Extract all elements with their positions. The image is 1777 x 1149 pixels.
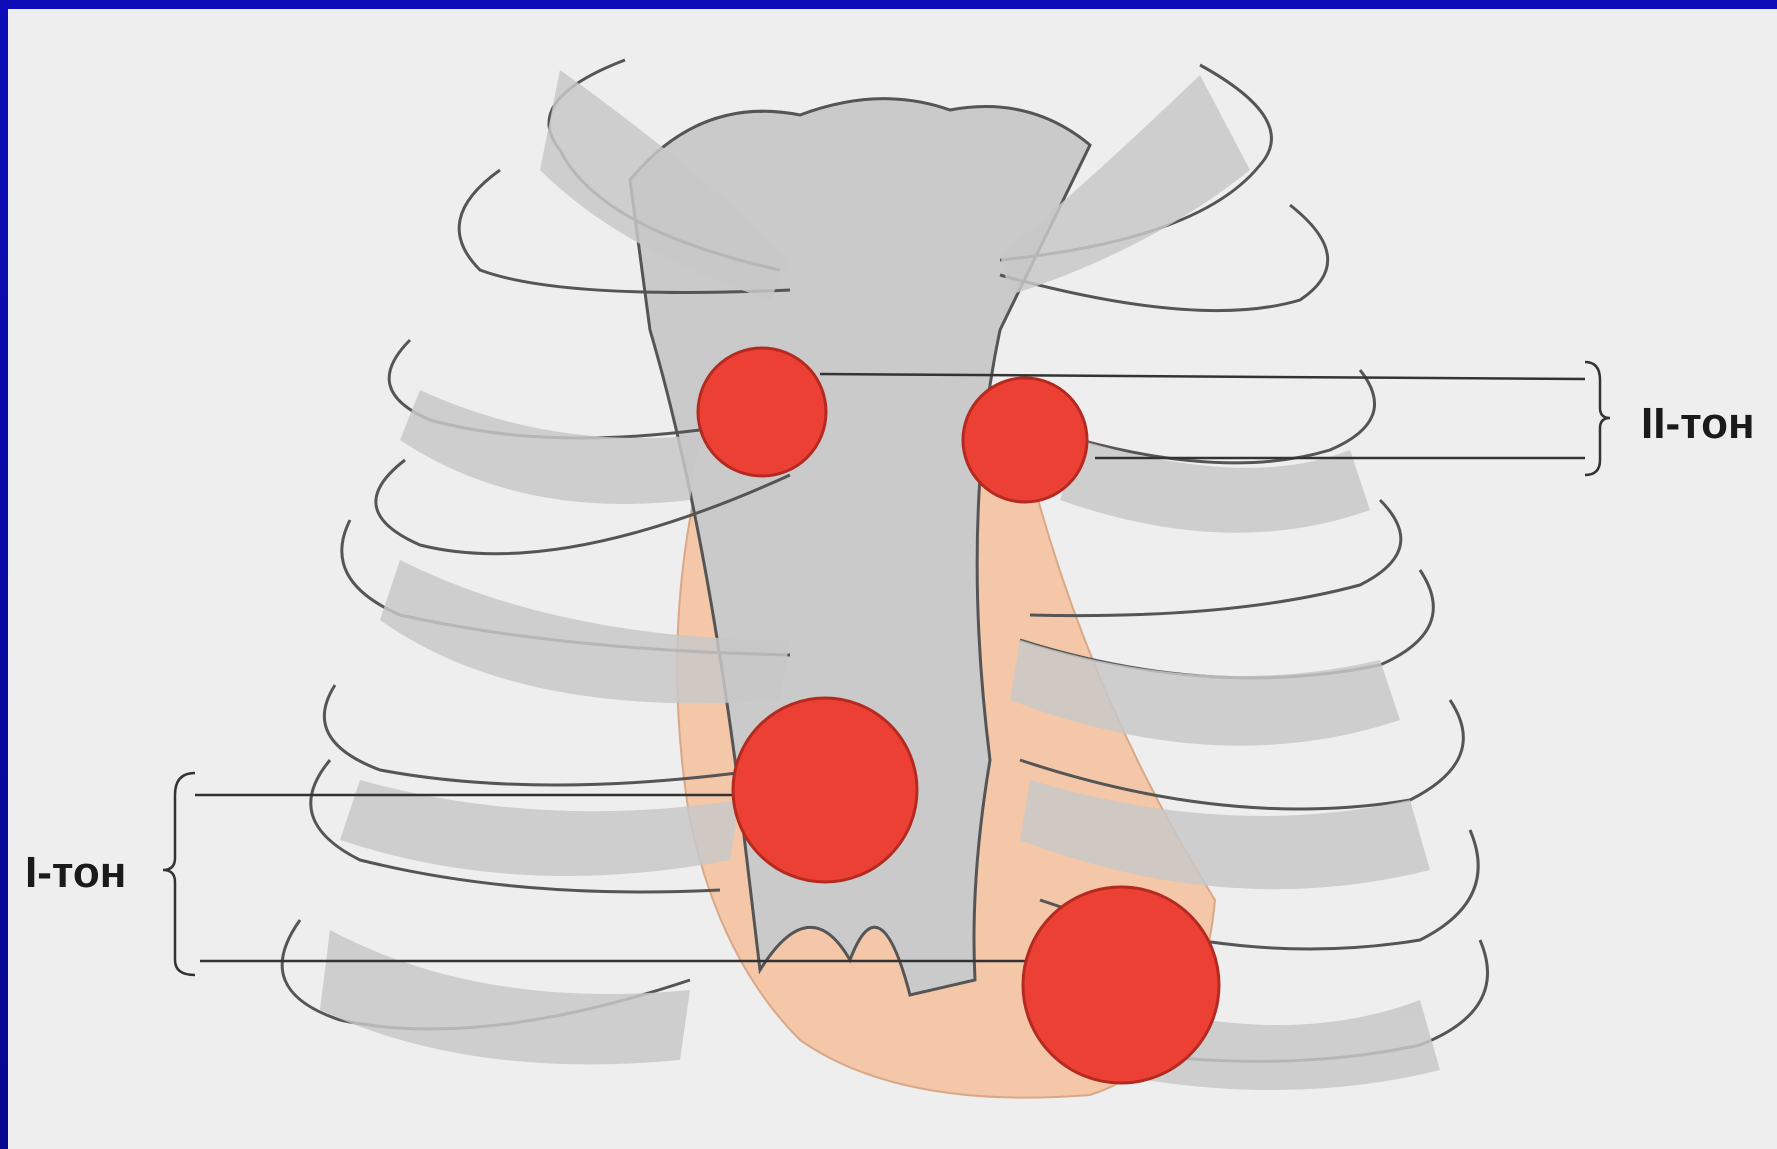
mitral-point	[1023, 887, 1219, 1083]
pulmonary-point	[963, 378, 1087, 502]
first-tone-label: I-тон	[25, 851, 126, 895]
aortic-point	[698, 348, 826, 476]
tricuspid-point	[733, 698, 917, 882]
second-tone-label: II-тон	[1641, 402, 1755, 446]
